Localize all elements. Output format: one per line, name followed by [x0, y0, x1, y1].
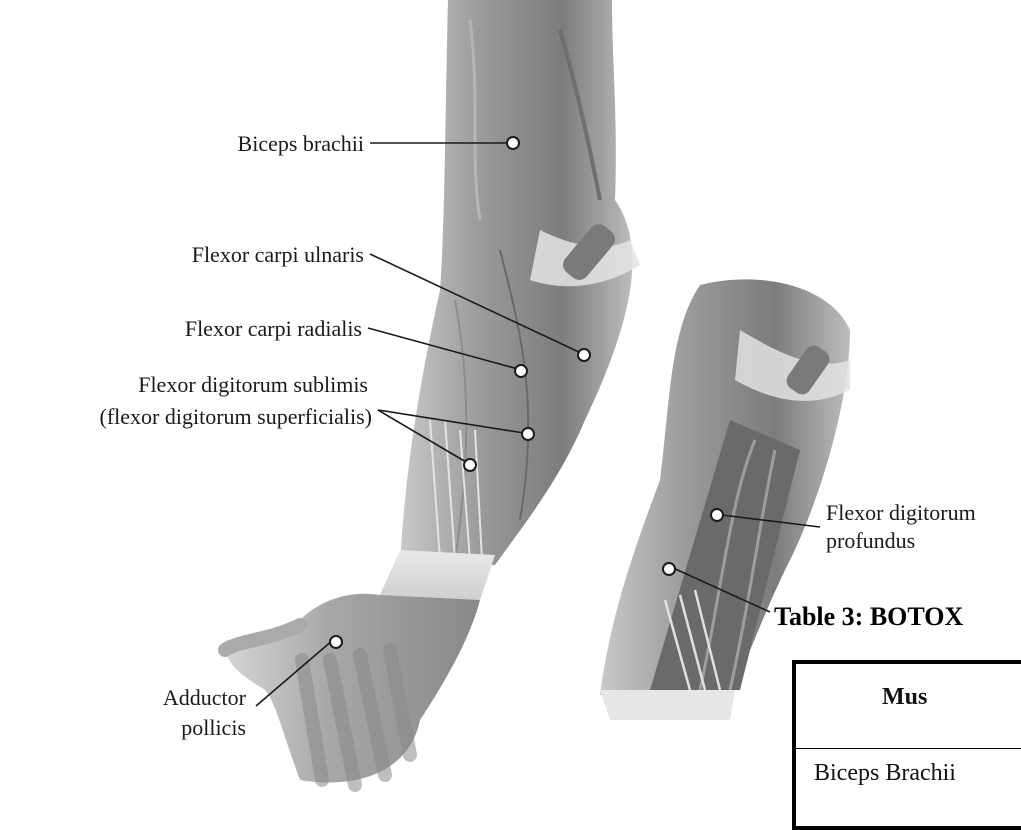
botox-table: Mus Biceps Brachii: [792, 660, 1021, 830]
label-flexor-carpi-ulnaris: Flexor carpi ulnaris: [192, 242, 364, 267]
table-cell-muscle: Biceps Brachii: [814, 760, 956, 787]
label-biceps-brachii: Biceps brachii: [238, 131, 364, 156]
label-adductor-pollicis-line2: pollicis: [181, 715, 246, 740]
table-header-cell: Mus: [882, 684, 927, 711]
table-heading: Table 3: BOTOX: [774, 602, 963, 632]
label-flexor-carpi-radialis: Flexor carpi radialis: [185, 316, 362, 341]
label-flexor-digitorum-profundus-line2: profundus: [826, 528, 915, 553]
secondary-arm: [600, 279, 850, 720]
label-flexor-digitorum-sublimis: Flexor digitorum sublimis: [138, 372, 368, 397]
label-flexor-digitorum-profundus-line1: Flexor digitorum: [826, 500, 976, 525]
table-row-divider: [796, 748, 1021, 749]
label-adductor-pollicis-line1: Adductor: [163, 685, 247, 710]
label-flexor-digitorum-superficialis: (flexor digitorum superficialis): [100, 404, 372, 429]
